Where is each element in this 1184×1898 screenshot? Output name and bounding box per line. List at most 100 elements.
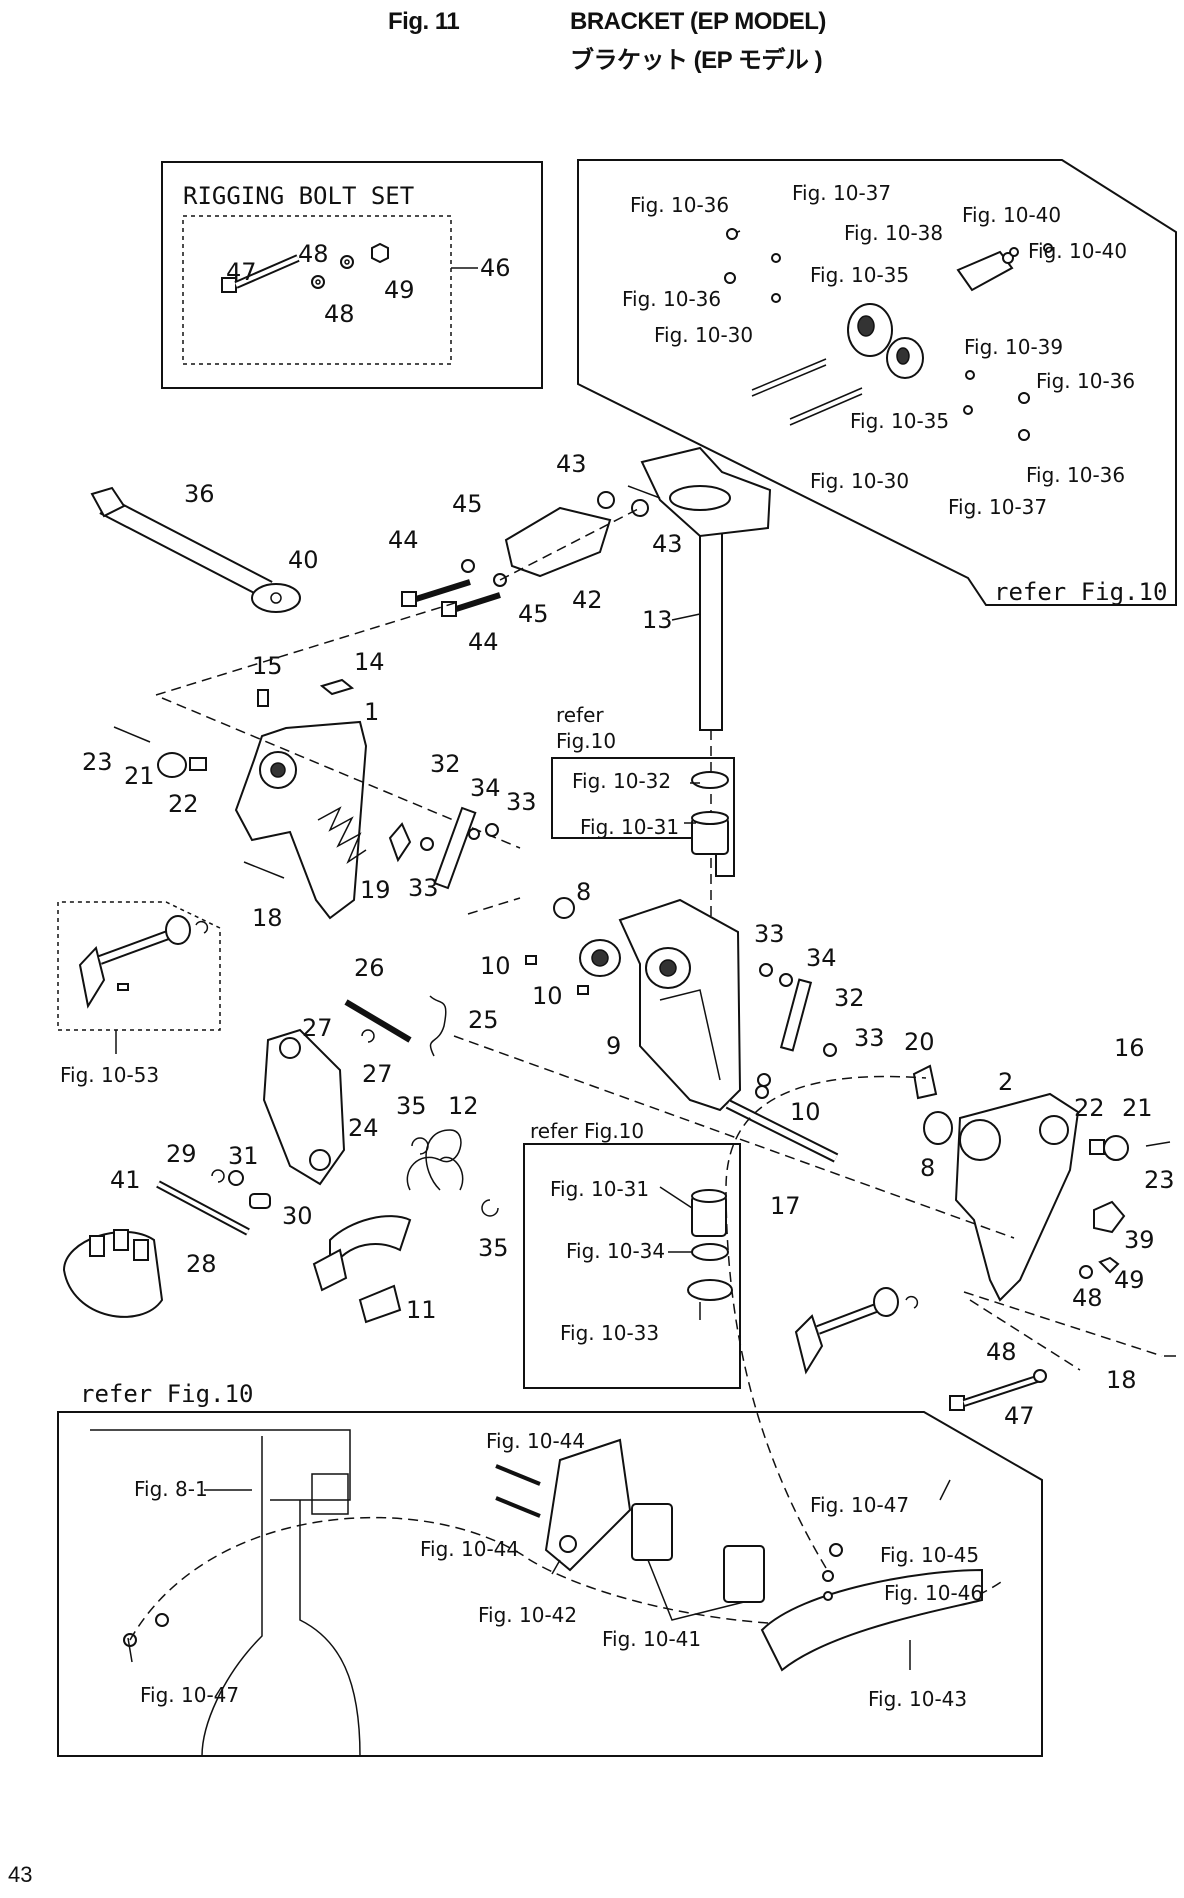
label-33: 33 — [506, 788, 537, 816]
pin-36 — [90, 486, 273, 599]
label-33: 33 — [854, 1024, 885, 1052]
label-43: 43 — [652, 530, 683, 558]
label-35: 35 — [396, 1092, 427, 1120]
label-8: 8 — [576, 878, 591, 906]
fig-ref: Fig. 10-46 — [884, 1581, 983, 1605]
label-43: 43 — [556, 450, 587, 478]
fig-ref: Fig. 10-36 — [622, 287, 721, 311]
tilt-stopper-24 — [262, 1028, 346, 1186]
fig-ref: Fig. 10-44 — [420, 1537, 519, 1561]
label-48: 48 — [986, 1338, 1017, 1366]
fig-ref: Fig. 10-34 — [566, 1239, 665, 1263]
label-23: 23 — [1144, 1166, 1175, 1194]
label-32: 32 — [834, 984, 865, 1012]
label-34: 34 — [806, 944, 837, 972]
fig-ref: Fig. 10-30 — [654, 323, 753, 347]
fig-ref: Fig. 10-47 — [810, 1493, 909, 1517]
fig-ref: Fig. 10-41 — [602, 1627, 701, 1651]
label-33: 33 — [754, 920, 785, 948]
label-30: 30 — [282, 1202, 313, 1230]
label-39: 39 — [1124, 1226, 1155, 1254]
swivel-bracket-9 — [579, 898, 742, 1112]
fig-ref: Fig. 10-43 — [868, 1687, 967, 1711]
label-48: 48 — [1072, 1284, 1103, 1312]
label-46: 46 — [480, 254, 511, 282]
tilt-lock-parts — [78, 915, 209, 1009]
refer-fig10-lower-center: refer Fig.10 — [530, 1119, 644, 1143]
fig-ref: Fig. 10-36 — [630, 193, 729, 217]
cover-10-43 — [760, 1568, 983, 1672]
fig-ref: Fig. 10-45 — [880, 1543, 979, 1567]
label-12: 12 — [448, 1092, 479, 1120]
label-32: 32 — [430, 750, 461, 778]
spacer-19 — [388, 822, 412, 863]
label-28: 28 — [186, 1250, 217, 1278]
fig-ref: Fig. 10-32 — [572, 769, 671, 793]
handle-41 — [62, 1229, 164, 1318]
fig-ref: Fig. 10-36 — [1026, 463, 1125, 487]
fig-ref: Fig. 10-42 — [478, 1603, 577, 1627]
label-44: 44 — [388, 526, 419, 554]
label-21: 21 — [124, 762, 155, 790]
refer-fig10-middle-box — [551, 757, 735, 877]
label-1: 1 — [364, 698, 379, 726]
fig-ref: Fig. 10-30 — [810, 469, 909, 493]
fig-ref: Fig. 10-31 — [580, 815, 679, 839]
label-22: 22 — [1074, 1094, 1105, 1122]
fig-number: Fig. 11 — [388, 8, 460, 35]
label-42: 42 — [572, 586, 603, 614]
fig-ref: Fig. 10-31 — [550, 1177, 649, 1201]
fig-ref: Fig. 10-44 — [486, 1429, 585, 1453]
rigging-bolt-set-box — [161, 161, 543, 389]
fig-ref: Fig. 10-35 — [810, 263, 909, 287]
clamp-pad-11 — [312, 1215, 412, 1324]
plate-42 — [504, 506, 612, 578]
label-41: 41 — [110, 1166, 141, 1194]
label-15: 15 — [252, 652, 283, 680]
clamp-bracket-2 — [954, 1092, 1080, 1302]
label-34: 34 — [470, 774, 501, 802]
label-23: 23 — [82, 748, 113, 776]
label-31: 31 — [228, 1142, 259, 1170]
refer-fig10-bottom: refer Fig.10 — [80, 1380, 253, 1408]
spring-12 — [406, 1129, 464, 1191]
refer-label: refer — [556, 703, 604, 727]
label-17: 17 — [770, 1192, 801, 1220]
fig-ref: Fig. 10-36 — [1036, 369, 1135, 393]
label-44: 44 — [468, 628, 499, 656]
label-2: 2 — [998, 1068, 1013, 1096]
tilt-lock-right — [794, 1287, 919, 1375]
transom-outline — [90, 1429, 361, 1757]
swivel-bracket-parts — [724, 228, 1053, 441]
label-22: 22 — [168, 790, 199, 818]
label-48: 48 — [324, 300, 355, 328]
label-35: 35 — [478, 1234, 509, 1262]
steering-shaft-13 — [640, 446, 772, 731]
refer-fig10-upper: refer Fig.10 — [994, 578, 1167, 606]
rigging-bolt-set-title: RIGGING BOLT SET — [183, 182, 414, 210]
clamp-bracket-1 — [234, 720, 368, 920]
label-13: 13 — [642, 606, 673, 634]
bolt-44a — [401, 579, 471, 607]
fig-ref: Fig. 10-39 — [964, 335, 1063, 359]
refer-label: Fig.10 — [556, 729, 616, 753]
exploded-parts-diagram: RIGGING BOLT SET — [57, 159, 1177, 1757]
fig-ref: Fig. 10-53 — [60, 1063, 159, 1087]
label-27: 27 — [302, 1014, 333, 1042]
label-11: 11 — [406, 1296, 437, 1324]
label-10: 10 — [790, 1098, 821, 1126]
label-10: 10 — [532, 982, 563, 1010]
title-english: BRACKET (EP MODEL) — [570, 8, 826, 35]
label-24: 24 — [348, 1114, 379, 1142]
pads-10-41 — [631, 1503, 765, 1603]
label-36: 36 — [184, 480, 215, 508]
label-8: 8 — [920, 1154, 935, 1182]
fig-ref: Fig. 10-33 — [560, 1321, 659, 1345]
fig-ref: Fig. 8-1 — [134, 1477, 208, 1501]
label-47: 47 — [1004, 1402, 1035, 1430]
fig-ref: Fig. 10-37 — [792, 181, 891, 205]
label-33: 33 — [408, 874, 439, 902]
label-49: 49 — [1114, 1266, 1145, 1294]
label-40: 40 — [288, 546, 319, 574]
label-19: 19 — [360, 876, 391, 904]
